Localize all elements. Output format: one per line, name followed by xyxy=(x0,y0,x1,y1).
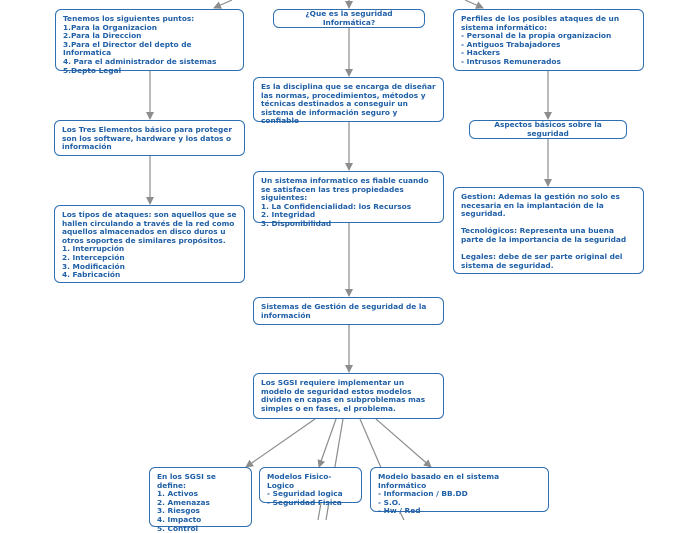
node-aspectos[interactable]: Aspectos básicos sobre la seguridad xyxy=(469,120,627,139)
edge-basado-down xyxy=(399,511,405,521)
edge-requiere-define xyxy=(245,418,316,468)
node-gestion[interactable]: Gestion: Ademas la gestión no solo es ne… xyxy=(453,187,644,274)
edge-fisico-down xyxy=(317,502,322,521)
edge-requiere-lower-right xyxy=(359,418,383,471)
node-disciplina[interactable]: Es la disciplina que se encarga de diseñ… xyxy=(253,77,444,125)
edge-requiere-basado xyxy=(375,418,432,468)
node-que-es[interactable]: ¿Que es la seguridad Informática? xyxy=(273,9,425,28)
edge-root-perfiles xyxy=(464,0,484,9)
node-tipos-ataques[interactable]: Los tipos de ataques: son aquellos que s… xyxy=(54,205,245,283)
connector-lines xyxy=(146,0,552,521)
node-sgsi-sistemas[interactable]: Sistemas de Gestión de seguridad de la i… xyxy=(253,297,444,325)
node-modelo-basado[interactable]: Modelo basado en el sistema Informático … xyxy=(370,467,549,515)
node-tres-elementos[interactable]: Los Tres Elementos básico para proteger … xyxy=(54,120,245,156)
edge-requiere-fisico xyxy=(317,418,337,468)
node-puntos[interactable]: Tenemos los siguientes puntos: 1.Para la… xyxy=(55,9,244,74)
node-perfiles[interactable]: Perfiles de los posibles ataques de un s… xyxy=(453,9,644,71)
edge-root-puntos xyxy=(213,0,233,9)
node-sgsi-requiere[interactable]: Los SGSI requiere implementar un modelo … xyxy=(253,373,444,419)
node-que-es-label: ¿Que es la seguridad Informática? xyxy=(305,8,393,27)
node-sgsi-define[interactable]: En los SGSI se define: 1. Activos 2. Ame… xyxy=(149,467,252,532)
node-fisico-logico[interactable]: Modelos Fisico-Logico - Seguridad logica… xyxy=(259,467,362,507)
node-fiable[interactable]: Un sistema informatico es fiable cuando … xyxy=(253,171,444,228)
node-aspectos-label: Aspectos básicos sobre la seguridad xyxy=(494,119,602,138)
